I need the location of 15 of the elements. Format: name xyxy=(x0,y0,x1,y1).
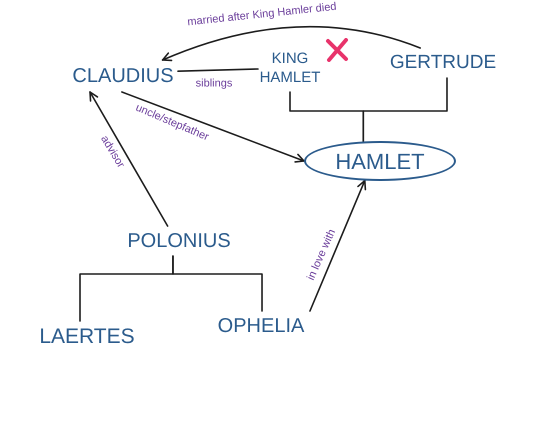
arrow xyxy=(162,26,421,62)
arrow xyxy=(89,91,168,227)
character-name: LAERTES xyxy=(34,321,140,353)
arrow xyxy=(309,180,366,312)
character-name: GERTRUDE xyxy=(386,48,500,78)
connector-line xyxy=(172,255,263,312)
edge-label: siblings xyxy=(194,78,234,90)
character-name: KING HAMLET xyxy=(258,46,322,92)
arrow xyxy=(121,91,305,163)
connector-line xyxy=(362,77,448,142)
character-name: CLAUDIUS xyxy=(68,60,178,92)
character-name: OPHELIA xyxy=(210,311,312,341)
character-name: POLONIUS xyxy=(122,226,236,256)
connector-line xyxy=(177,68,259,72)
character-ellipse: HAMLET xyxy=(304,141,456,181)
